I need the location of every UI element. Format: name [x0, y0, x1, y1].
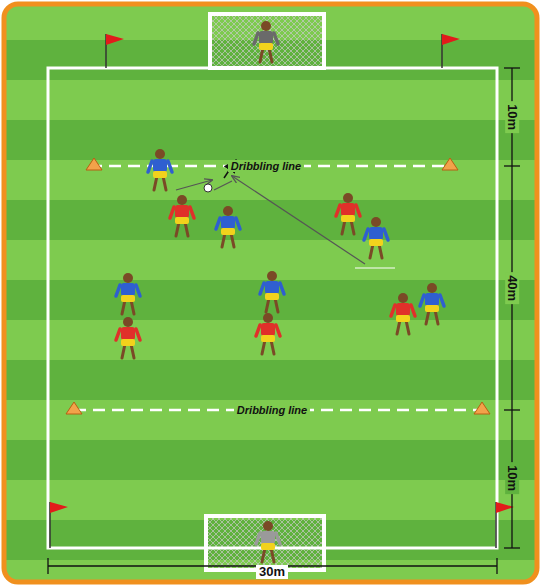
player-figure [254, 21, 278, 62]
player-figure [260, 271, 284, 312]
player-figure [116, 317, 140, 358]
goal [210, 14, 324, 68]
goal [206, 516, 324, 570]
player-figure [170, 195, 194, 236]
player-figure [256, 521, 280, 562]
frame [4, 4, 537, 582]
dimension-lines [48, 68, 520, 574]
player-figure [116, 273, 140, 314]
player-figure [148, 149, 172, 190]
players [116, 21, 444, 562]
player-figure [256, 313, 280, 354]
dimension-label: 10m [505, 462, 519, 494]
ball [204, 184, 212, 192]
player-figure [336, 193, 360, 234]
cones [66, 158, 490, 414]
dimension-label: 10m [505, 101, 519, 133]
dimension-label: 30m [256, 565, 288, 579]
dimension-label: 40m [505, 272, 519, 304]
player-figure [420, 283, 444, 324]
zone-label: Dribbling line [234, 404, 310, 416]
movement-arrows [176, 160, 395, 268]
pitch-boundary [48, 68, 497, 548]
player-figure [391, 293, 415, 334]
corner-flags [50, 34, 514, 548]
zone-label: Dribbling line [228, 160, 304, 172]
player-figure [364, 217, 388, 258]
player-figure [216, 206, 240, 247]
